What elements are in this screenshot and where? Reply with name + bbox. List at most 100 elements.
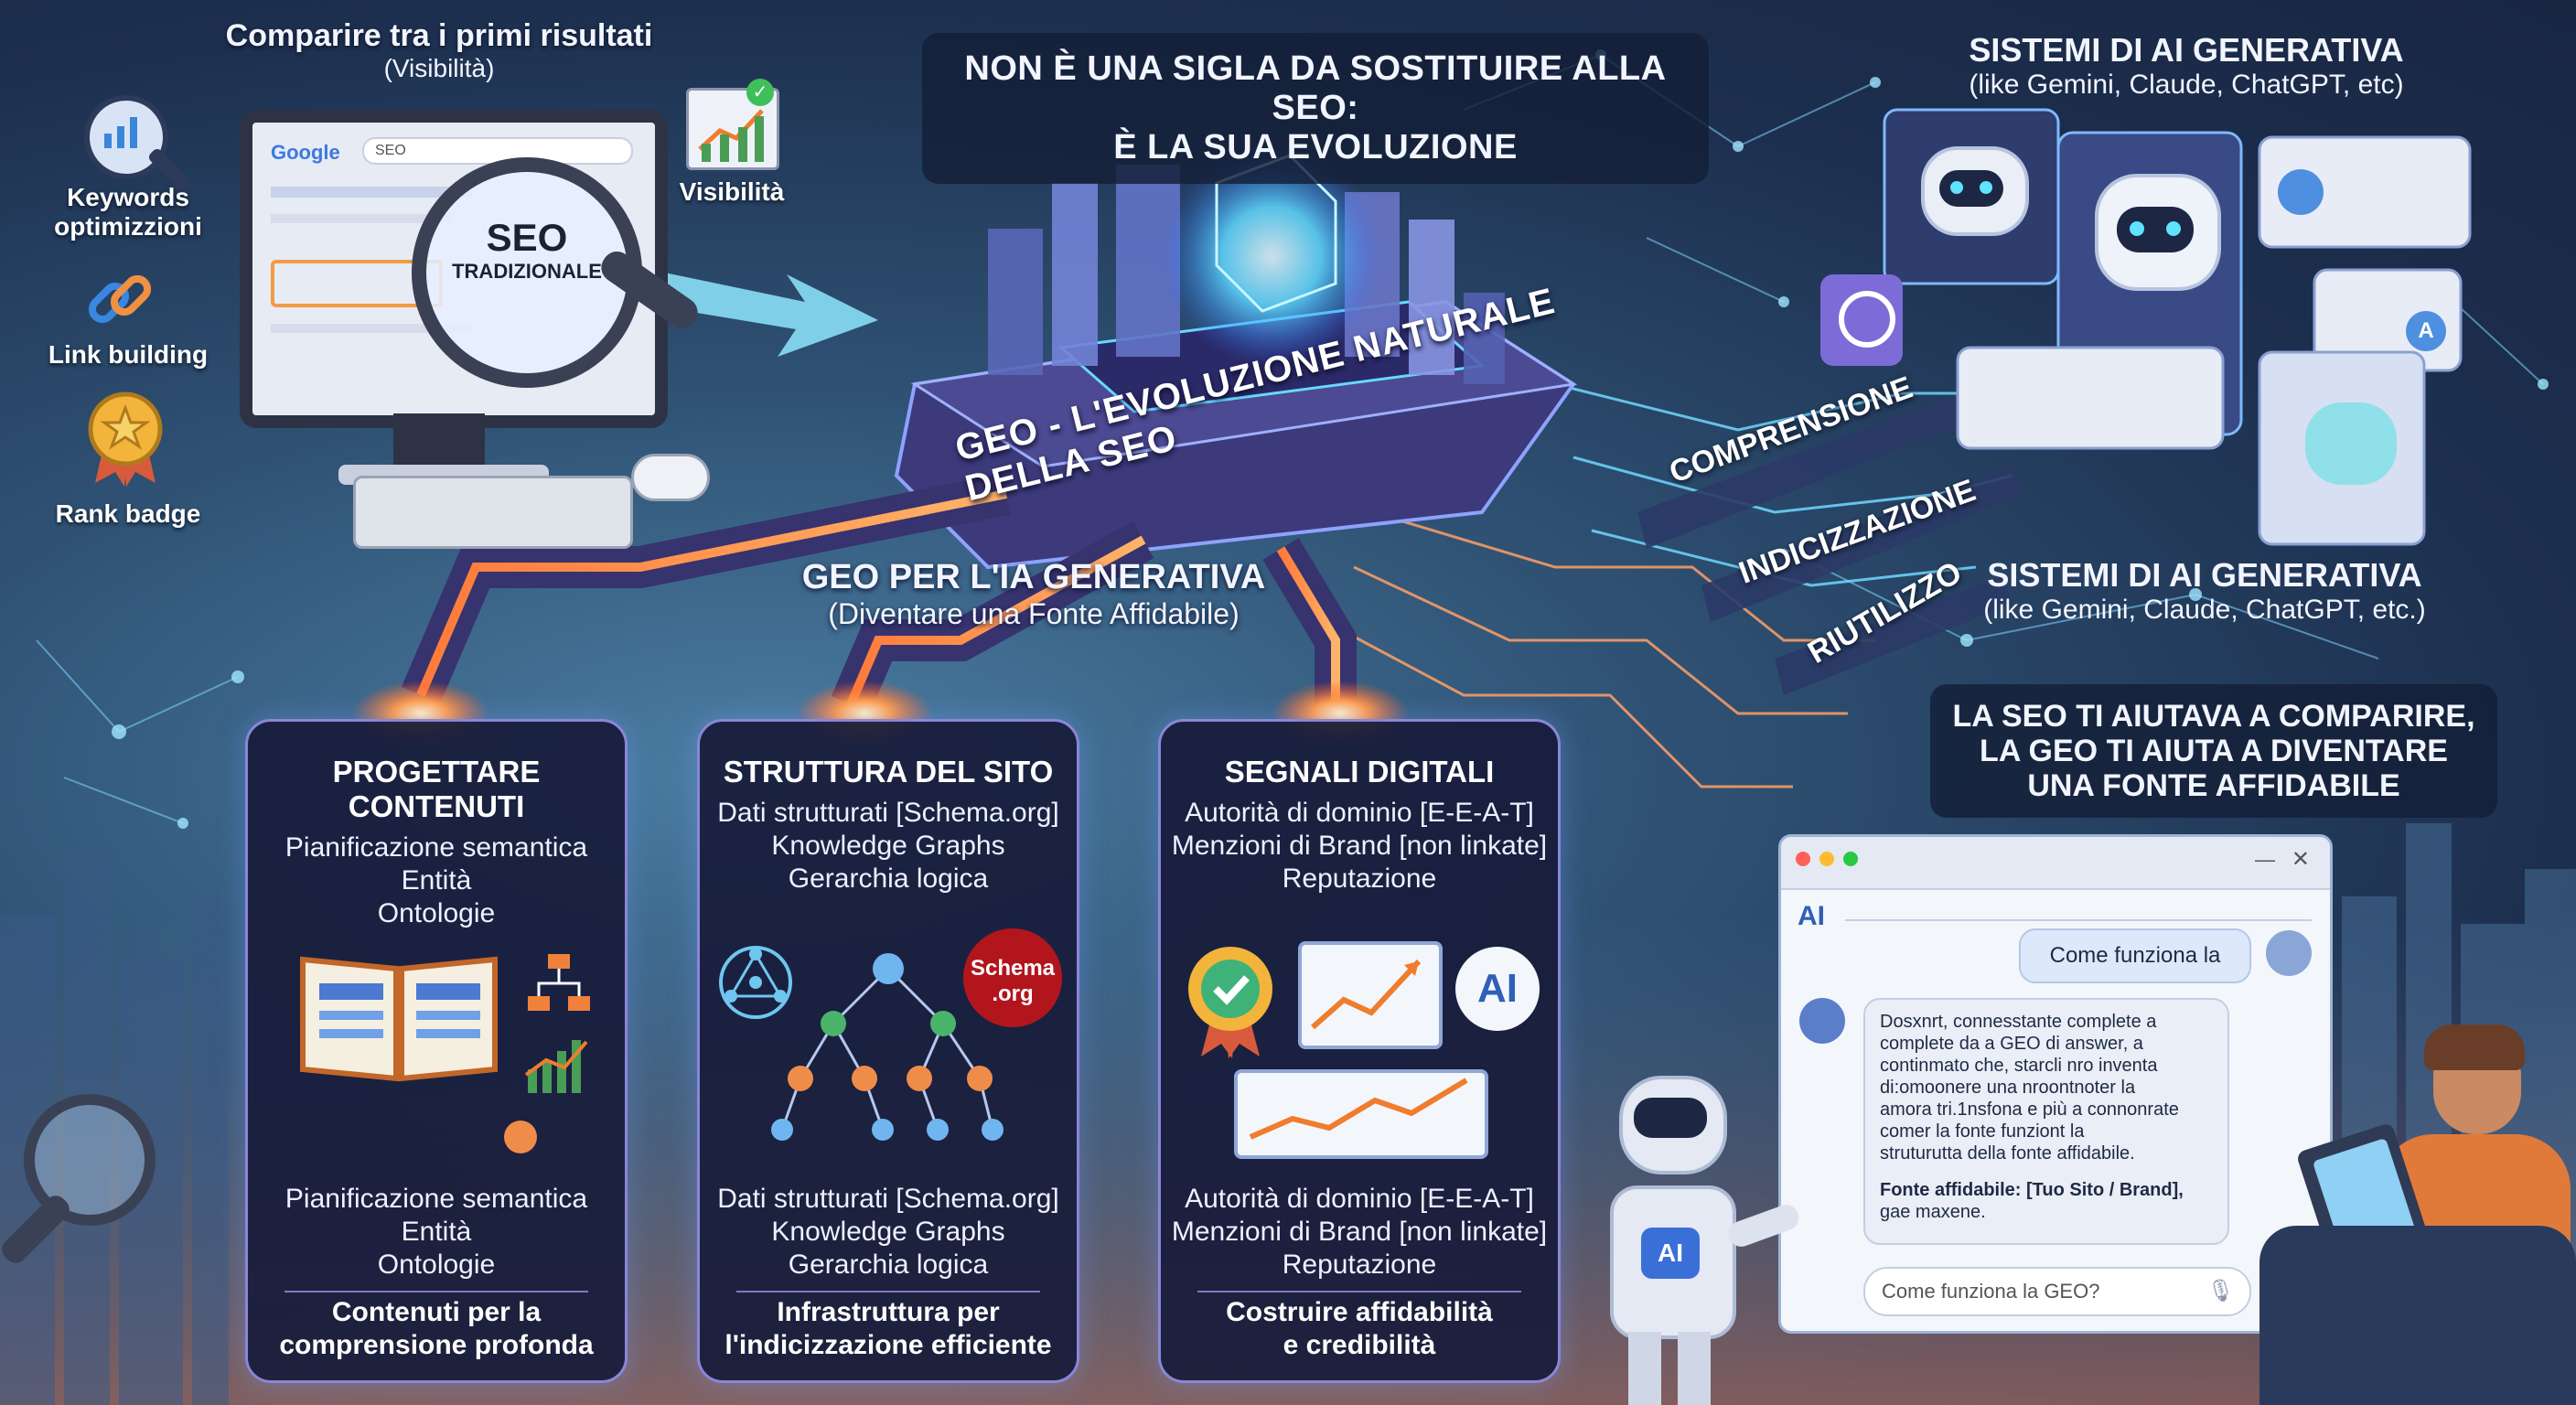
panel-3-bottom-line-2: Menzioni di Brand [non linkate]: [1171, 1217, 1548, 1247]
flow-ribbons: [1637, 384, 2023, 695]
answer-line-6: comer la fonte funziont la: [1880, 1121, 2085, 1142]
schema-badge-line-1: Schema: [970, 956, 1056, 981]
answer-line-4: di:omoonere una nroontnoter la: [1880, 1078, 2136, 1098]
hierarchy-icon: [522, 950, 596, 1024]
chain-link-icon: [84, 265, 157, 338]
bar-chart-icon: [522, 1033, 596, 1097]
panel-2-bottom-line-3: Gerarchia logica: [788, 1249, 989, 1280]
header-banner: NON È UNA SIGLA DA SOSTITUIRE ALLA SEO: …: [922, 33, 1709, 184]
panel-1-footer-line-2: comprensione profonda: [279, 1330, 594, 1360]
tree-diagram-icon: [746, 950, 1020, 1152]
panel-2-bottom-line-2: Knowledge Graphs: [771, 1217, 1005, 1247]
panel-1-bottom-line-2: Entità: [401, 1217, 472, 1247]
panel-2-bottom-line-1: Dati strutturati [Schema.org]: [717, 1184, 1059, 1214]
ai-systems-bottom-subtitle: (like Gemini, Claude, ChatGPT, etc.): [1983, 595, 2426, 625]
minimize-dot[interactable]: [1819, 852, 1834, 866]
user-question-bubble: Come funziona la GEO?: [2019, 928, 2251, 1019]
openai-logo-icon: [1839, 291, 1895, 348]
circuit-flows: [1326, 510, 1875, 788]
panel-1-line-2: Entità: [401, 865, 472, 896]
answer-source: Fonte affidabile: [Tuo Sito / Brand],: [1880, 1180, 2184, 1200]
summary-line-2: LA GEO TI AIUTA A DIVENTARE: [1980, 734, 2448, 768]
panel-1-title: PROGETTARE CONTENUTI: [332, 755, 541, 823]
assistant-a-icon: A: [2406, 311, 2446, 351]
panel-3-bottom-line-3: Reputazione: [1282, 1249, 1437, 1280]
geo-center-subtitle: (Diventare una Fonte Affidabile): [828, 597, 1240, 630]
panel-3-footer: Costruire affidabilità e credibilità: [1161, 1296, 1558, 1362]
visibility-label: Visibilità: [679, 177, 785, 206]
answer-tail: gae maxene.: [1880, 1202, 1986, 1222]
panel-segnali-digitali: SEGNALI DIGITALI Autorità di dominio [E-…: [1158, 719, 1561, 1383]
schema-badge-line-2: .org: [992, 981, 1034, 1006]
ai-chat-window: — ✕ AI Come funziona la GEO? Dosxnrt, co…: [1778, 834, 2333, 1334]
orange-pipes: [401, 473, 1357, 713]
chat-minimize-icon[interactable]: —: [2255, 848, 2275, 871]
answer-line-2: complete da a GEO di answer, a: [1880, 1034, 2143, 1054]
close-dot[interactable]: [1796, 852, 1810, 866]
award-badge-icon: [84, 388, 166, 488]
chatgpt-logo-icon: [2278, 169, 2324, 215]
central-platform: [894, 146, 1578, 570]
panel-1-footer: Contenuti per la comprensione profonda: [248, 1296, 625, 1362]
panel-2-line-1: Dati strutturati [Schema.org]: [717, 798, 1059, 828]
panel-1-footer-line-1: Contenuti per la: [331, 1297, 542, 1327]
robot-figure: AI: [1583, 1067, 1811, 1405]
robot-chest-label: AI: [1641, 1228, 1700, 1279]
header-line-1: NON È UNA SIGLA DA SOSTITUIRE ALLA SEO:: [964, 49, 1667, 127]
answer-line-3: continmato che, starcli nro inventa: [1880, 1056, 2158, 1076]
geo-center-label: GEO PER L'IA GENERATIVA (Diventare una F…: [768, 558, 1299, 631]
header-line-2: È LA SUA EVOLUZIONE: [1113, 128, 1518, 166]
maximize-dot[interactable]: [1843, 852, 1858, 866]
left-item-label-2: Link building: [48, 340, 209, 369]
seo-traditional-heading: Comparire tra i primi risultati (Visibil…: [165, 18, 714, 83]
robot-small-icon: [2305, 402, 2397, 485]
answer-line-1: Dosxnrt, connesstante complete a: [1880, 1012, 2157, 1032]
browser-logo: Google: [271, 141, 340, 164]
chat-input[interactable]: Come funziona la GEO? 🎙: [1863, 1267, 2251, 1316]
panel-3-line-2: Menzioni di Brand [non linkate]: [1171, 831, 1548, 861]
ai-systems-top-title: SISTEMI DI AI GENERATIVA: [1969, 31, 2404, 69]
ai-systems-top: SISTEMI DI AI GENERATIVA (like Gemini, C…: [1912, 31, 2461, 101]
growth-chart-icon: [1298, 941, 1443, 1049]
microphone-icon[interactable]: 🎙: [2206, 1279, 2235, 1303]
magnifier-traditional-label: TRADIZIONALE: [452, 260, 602, 283]
panel-2-title: STRUTTURA DEL SITO: [723, 755, 1054, 788]
geo-center-title: GEO PER L'IA GENERATIVA: [801, 558, 1266, 596]
panel-1-bottom-line-1: Pianificazione semantica: [284, 1184, 588, 1214]
panel-2-footer-line-2: l'indicizzazione efficiente: [724, 1330, 1052, 1360]
bot-avatar-icon: [1799, 998, 1845, 1044]
panel-3-title: SEGNALI DIGITALI: [1224, 755, 1495, 788]
keyboard-icon: [353, 476, 633, 549]
panel-struttura-del-sito: STRUTTURA DEL SITO Dati strutturati [Sch…: [697, 719, 1079, 1383]
computer-monitor: Google SEO: [240, 110, 668, 428]
panel-3-line-3: Reputazione: [1282, 863, 1437, 894]
panel-1-line-3: Ontologie: [377, 898, 496, 928]
summary-line-3: UNA FONTE AFFIDABILE: [2027, 768, 2400, 803]
panel-2-line-3: Gerarchia logica: [788, 863, 989, 894]
robot-main-icon: [2095, 174, 2221, 291]
trend-chart-icon: [1234, 1069, 1488, 1159]
summary-line-1: LA SEO TI AIUTAVA A COMPARIRE,: [1952, 699, 2475, 734]
chat-close-icon[interactable]: ✕: [2291, 847, 2310, 872]
open-book-icon: [294, 941, 504, 1088]
left-item-label-3: Rank badge: [55, 499, 201, 528]
left-item-label-1: Keywords optimizzioni: [54, 183, 202, 241]
panel-3-line-1: Autorità di dominio [E-E-A-T]: [1185, 798, 1534, 828]
ai-systems-bottom-title: SISTEMI DI AI GENERATIVA: [1987, 556, 2422, 594]
chair-icon: [2259, 1226, 2576, 1405]
seo-title: Comparire tra i primi risultati: [225, 18, 653, 53]
magnifier-seo-label: SEO: [486, 216, 568, 259]
mouse-icon: [631, 454, 710, 501]
robot-head-icon: [1921, 146, 2029, 236]
panel-2-footer-line-1: Infrastruttura per: [777, 1297, 1000, 1327]
panel-1-bottom-line-3: Ontologie: [377, 1249, 496, 1280]
chat-input-placeholder: Come funziona la GEO?: [1882, 1280, 2100, 1303]
seo-subtitle: (Visibilità): [383, 54, 495, 82]
panel-2-line-2: Knowledge Graphs: [771, 831, 1005, 861]
check-icon: ✓: [746, 79, 774, 106]
panel-3-bottom-line-1: Autorità di dominio [E-E-A-T]: [1185, 1184, 1534, 1214]
answer-line-7: struturutta della fonte affidabile.: [1880, 1143, 2135, 1164]
panel-1-line-1: Pianificazione semantica: [284, 832, 588, 863]
panel-progettare-contenuti: PROGETTARE CONTENUTI Pianificazione sema…: [245, 719, 628, 1383]
panel-3-footer-line-2: e credibilità: [1283, 1330, 1436, 1360]
